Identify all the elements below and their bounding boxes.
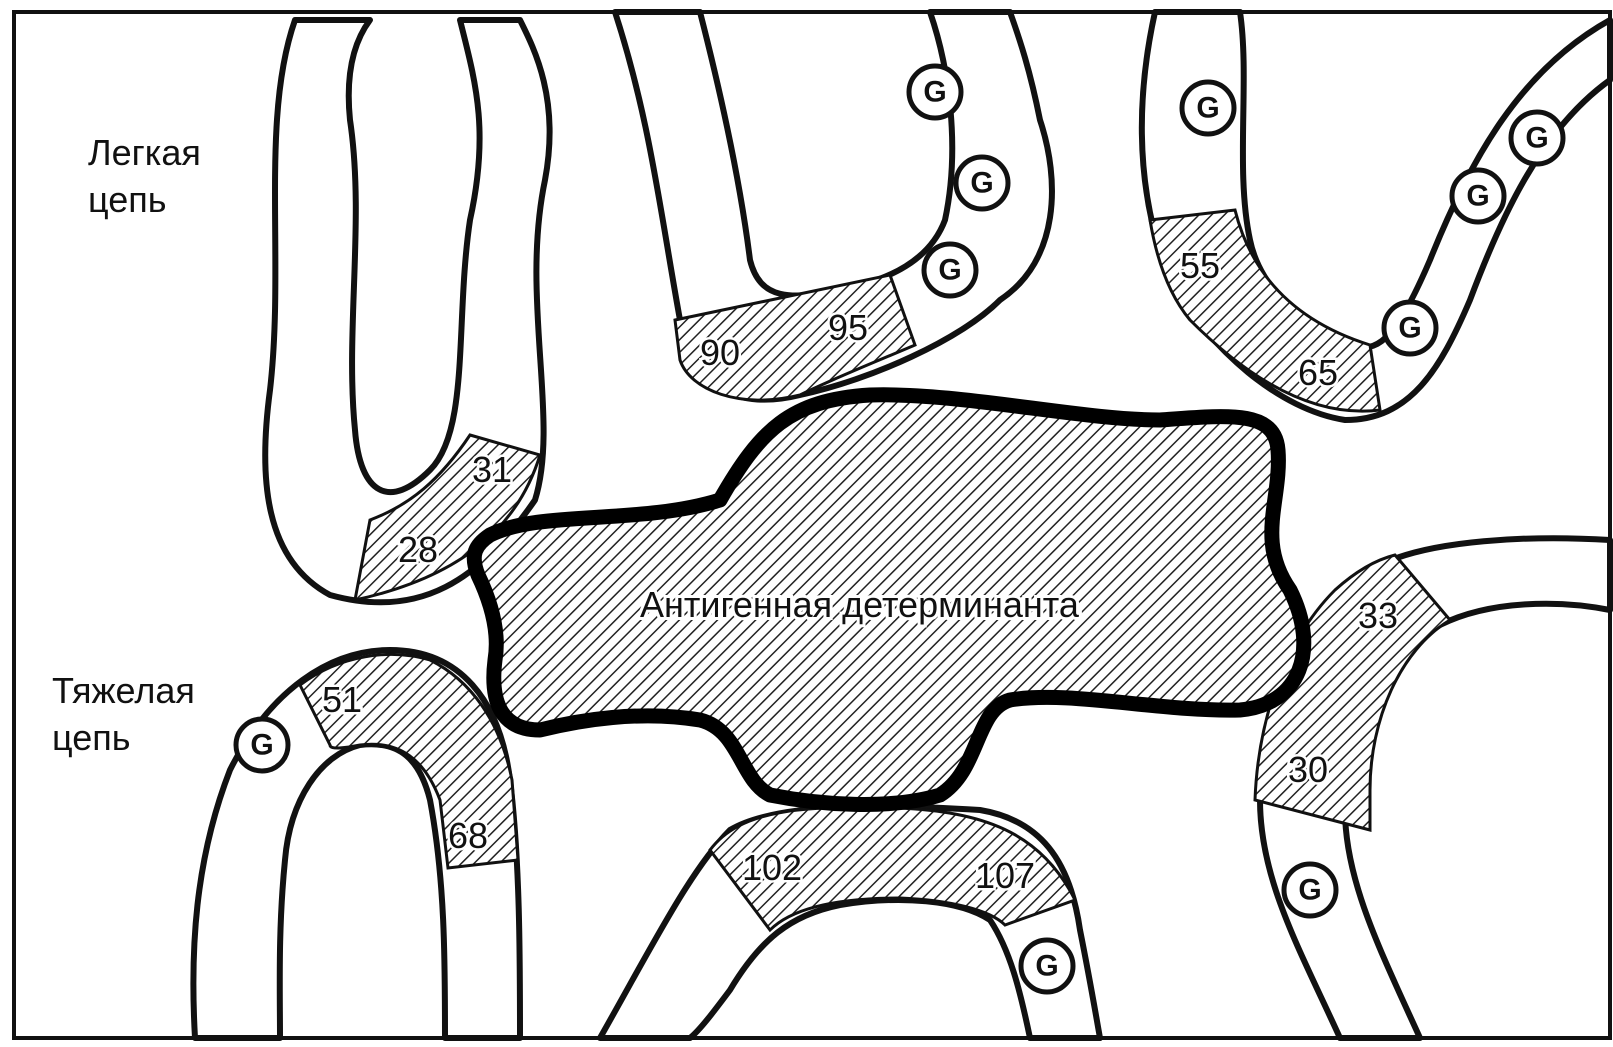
heavy-chain-cdr-55-65 [1150,210,1380,411]
residue-label-68: 68 [448,815,488,856]
glycine-marker-9: G [1021,940,1073,992]
light-chain-label-line1: Легкая [88,132,201,173]
glycine-marker-5: G [1511,112,1563,164]
glycine-marker-4: G [1182,82,1234,134]
residue-label-30: 30 [1288,749,1328,790]
svg-text:G: G [938,254,961,287]
svg-text:G: G [1196,92,1219,125]
heavy-chain-label-line2: цепь [52,717,131,758]
residue-label-55: 55 [1180,245,1220,286]
svg-text:G: G [970,167,993,200]
antigen-label: Антигенная детерминанта [640,584,1080,625]
glycine-marker-2: G [956,157,1008,209]
svg-text:G: G [1525,122,1548,155]
glycine-marker-3: G [924,244,976,296]
residue-label-51: 51 [322,679,362,720]
glycine-marker-7: G [1384,302,1436,354]
svg-text:G: G [923,76,946,109]
svg-text:G: G [1035,950,1058,983]
residue-label-33: 33 [1358,595,1398,636]
light-chain-label-line2: цепь [88,179,167,220]
residue-label-102: 102 [742,847,802,888]
residue-label-90: 90 [700,332,740,373]
glycine-marker-8: G [236,719,288,771]
glycine-marker-1: G [909,66,961,118]
residue-label-31: 31 [472,449,512,490]
residue-label-95: 95 [828,307,868,348]
residue-label-65: 65 [1298,352,1338,393]
svg-text:G: G [1298,874,1321,907]
glycine-marker-6: G [1452,170,1504,222]
svg-text:G: G [250,729,273,762]
glycine-marker-10: G [1284,864,1336,916]
residue-label-28: 28 [398,529,438,570]
heavy-chain-label-line1: Тяжелая [52,670,195,711]
svg-text:G: G [1466,180,1489,213]
svg-text:G: G [1398,312,1421,345]
residue-label-107: 107 [975,855,1035,896]
